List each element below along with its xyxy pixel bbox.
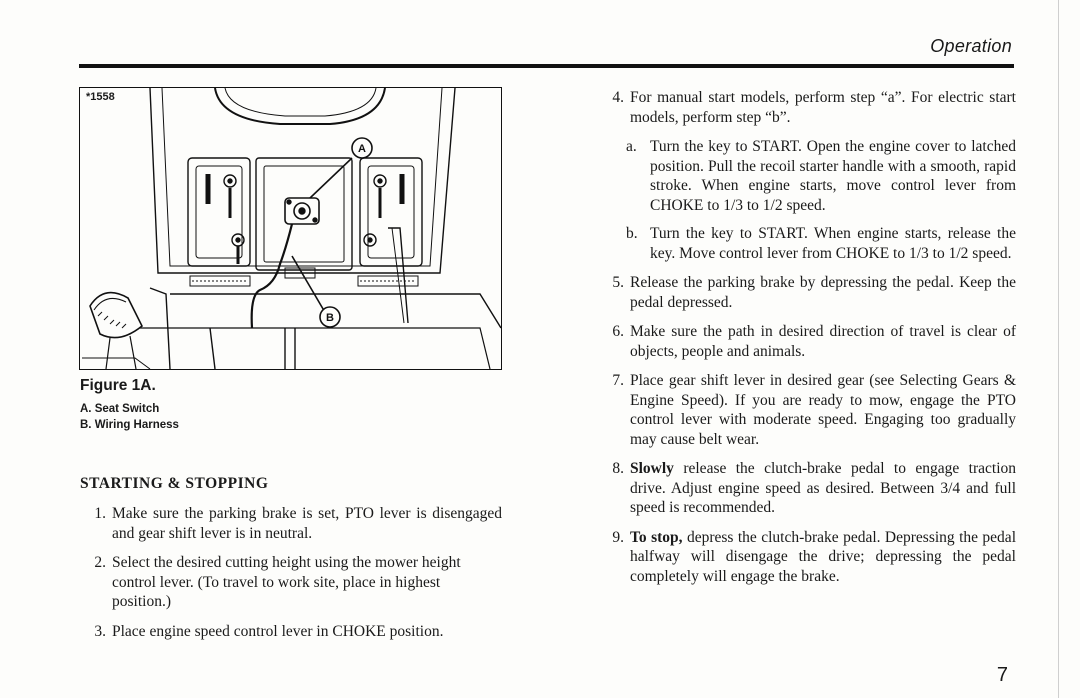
step-number: 4. [612, 89, 624, 106]
sub-step-letter: a. [626, 138, 637, 155]
legend-item-b: B. Wiring Harness [80, 419, 179, 431]
callout-a-label: A [358, 143, 366, 155]
list-item: 5. Release the parking brake by depressi… [600, 273, 1016, 312]
step-text: Make sure the parking brake is set, PTO … [112, 505, 502, 542]
step-number: 6. [612, 323, 624, 340]
right-step-list: 4. For manual start models, perform step… [600, 88, 1016, 586]
step-number: 5. [612, 274, 624, 291]
step-text: Make sure the path in desired direction … [630, 323, 1016, 360]
seat-switch-drawing: A B [82, 88, 501, 369]
list-item: 9. To stop, depress the clutch-brake ped… [600, 528, 1016, 587]
list-item: 3. Place engine speed control lever in C… [82, 622, 502, 642]
legend-item-a: A. Seat Switch [80, 403, 160, 415]
page-number: 7 [996, 664, 1008, 686]
step-number: 1. [94, 505, 106, 522]
list-item: 7. Place gear shift lever in desired gea… [600, 371, 1016, 449]
page-header-title: Operation [930, 36, 1012, 56]
list-item: 6. Make sure the path in desired directi… [600, 322, 1016, 361]
figure-id: *1558 [84, 91, 117, 103]
left-step-list: 1. Make sure the parking brake is set, P… [82, 504, 502, 641]
step-bold-lead: To stop, [630, 528, 683, 546]
step-text: Select the desired cutting height using … [112, 554, 461, 610]
step-bold-lead: Slowly [630, 460, 674, 477]
step-number: 3. [94, 622, 106, 640]
step-text: release the clutch-brake pedal to engage… [630, 460, 1016, 516]
step-number: 2. [94, 554, 106, 571]
step-text: Release the parking brake by depressing … [630, 274, 1016, 311]
step-number: 8. [612, 460, 624, 477]
list-item: 8. Slowly release the clutch-brake pedal… [600, 459, 1016, 518]
sub-step-letter: b. [626, 225, 638, 242]
step-number: 9. [612, 528, 624, 546]
sub-step-a: a. Turn the key to START. Open the engin… [600, 137, 1016, 215]
list-item: 2. Select the desired cutting height usi… [82, 553, 502, 612]
section-heading: STARTING & STOPPING [80, 475, 269, 492]
list-item: 1. Make sure the parking brake is set, P… [82, 504, 502, 543]
figure-caption: Figure 1A. [80, 377, 156, 394]
callout-b-label: B [326, 312, 334, 324]
step-text: Place gear shift lever in desired gear (… [630, 372, 1016, 448]
list-item: 4. For manual start models, perform step… [600, 88, 1016, 127]
figure-legend: A. Seat Switch B. Wiring Harness [80, 401, 179, 433]
step-text: For manual start models, perform step “a… [630, 89, 1016, 126]
step-number: 7. [612, 372, 624, 389]
page-edge-line [1058, 0, 1059, 698]
sub-step-b: b. Turn the key to START. When engine st… [600, 224, 1016, 263]
sub-step-text: Turn the key to START. Open the engine c… [650, 138, 1016, 214]
sub-step-text: Turn the key to START. When engine start… [650, 225, 1016, 262]
header-rule [79, 64, 1014, 68]
figure-illustration: A B *1558 [79, 87, 502, 370]
step-text: Place engine speed control lever in CHOK… [112, 622, 444, 640]
step-text: depress the clutch-brake pedal. Depressi… [630, 528, 1016, 585]
